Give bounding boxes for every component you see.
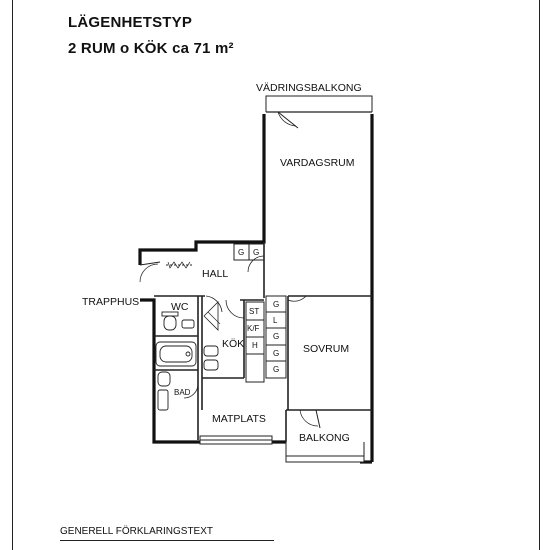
entrance-door: [139, 261, 192, 283]
room-label-bad: BAD: [174, 388, 191, 397]
windows: [199, 435, 365, 463]
kitchen-unit-label: ST: [249, 307, 260, 316]
bedroom-wardrobe-label: L: [273, 316, 278, 325]
room-label-matplats: MATPLATS: [212, 413, 266, 425]
bedroom-wardrobes: [265, 295, 287, 379]
wardrobe-label: G: [253, 248, 260, 257]
airing-balcony: [265, 95, 373, 129]
room-label-wc: WC: [171, 301, 189, 313]
plan-subtitle: 2 RUM o KÖK ca 71 m²: [68, 40, 234, 57]
wc-fixtures: [161, 301, 221, 331]
bedroom-wardrobe-label: G: [273, 365, 280, 374]
bedroom-wardrobe-label: G: [273, 332, 280, 341]
kitchen-counter: [245, 301, 265, 383]
interior-door-swings: [183, 255, 307, 399]
page-border: [12, 0, 540, 550]
hall-wardrobe-units: [233, 243, 265, 261]
bathroom-fixtures: [157, 345, 219, 411]
room-label-vadringsbalkong: VÄDRINGSBALKONG: [256, 82, 362, 94]
bedroom-wardrobe-label: G: [273, 349, 280, 358]
kitchen-unit-label: H: [252, 341, 258, 350]
wardrobe-label: G: [238, 248, 245, 257]
interior-walls: [154, 242, 372, 442]
balcony-door-swing: [277, 111, 299, 129]
room-label-vardagsrum: VARDAGSRUM: [280, 157, 355, 169]
legend-underline: [60, 540, 274, 541]
room-label-sovrum: SOVRUM: [303, 343, 350, 355]
bathtub: [155, 341, 197, 367]
bedroom-wardrobe-label: G: [273, 300, 280, 309]
room-label-balkong: BALKONG: [299, 432, 350, 444]
room-label-kok: KÖK: [222, 338, 245, 350]
plan-title: LÄGENHETSTYP: [68, 14, 193, 31]
room-label-hall: HALL: [202, 268, 229, 280]
legend-heading: GENERELL FÖRKLARINGSTEXT: [60, 526, 213, 537]
kitchen-unit-label: K/F: [247, 324, 260, 333]
room-label-trapphus: TRAPPHUS: [82, 296, 140, 308]
